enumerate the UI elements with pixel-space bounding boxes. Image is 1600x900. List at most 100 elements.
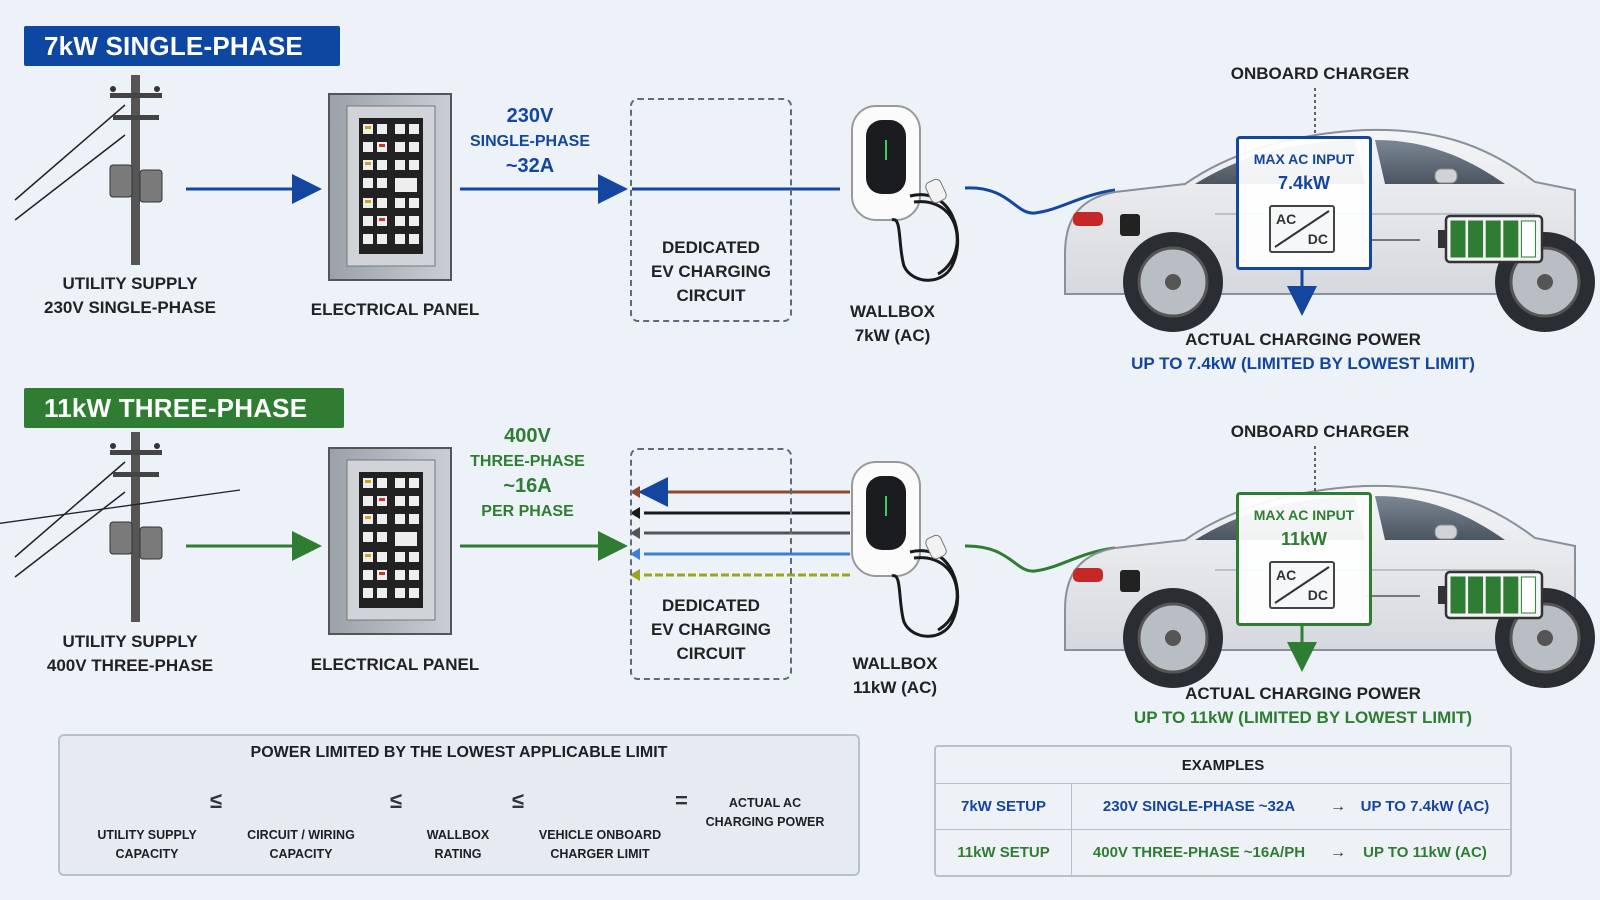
table-row: 11kW SETUP 400V THREE-PHASE ~16A/PH → UP… (936, 830, 1510, 875)
utility-supply-label: UTILITY SUPPLY 230V SINGLE-PHASE (20, 272, 240, 320)
limit-circuit-line2: CAPACITY (269, 847, 333, 861)
example-result: UP TO 7.4kW (AC) (1360, 798, 1490, 815)
limit-utility-line1: UTILITY SUPPLY (97, 828, 197, 842)
actual-power-value-3ph: UP TO 11kW (LIMITED BY LOWEST LIMIT) (1133, 708, 1473, 727)
table-row: 7kW SETUP 230V SINGLE-PHASE ~32A → UP TO… (936, 784, 1510, 830)
onboard-charger-box: MAX AC INPUT 7.4kW AC DC (1236, 136, 1372, 270)
obc-max-label: MAX AC INPUT (1253, 151, 1355, 167)
spec-per-phase: PER PHASE (481, 503, 574, 520)
battery-cell (1503, 576, 1519, 614)
limit-vehicle-line1: VEHICLE ONBOARD (538, 828, 662, 842)
obc-max-label-3ph: MAX AC INPUT (1253, 507, 1355, 523)
battery-cell (1520, 576, 1536, 614)
example-setup: 11kW SETUP (936, 830, 1072, 875)
dc-label-3ph: DC (1307, 587, 1328, 603)
battery-cell (1503, 220, 1519, 258)
spec-voltage: 230V (506, 105, 554, 127)
battery-icon (1436, 214, 1544, 264)
actual-power-title: ACTUAL CHARGING POWER (1185, 330, 1421, 349)
circuit-line2: EV CHARGING (651, 262, 771, 281)
supply-spec: 230V SINGLE-PHASE ~32A (460, 104, 600, 179)
electrical-panel-icon-3ph (328, 447, 452, 635)
wallbox-line2: 7kW (AC) (854, 326, 931, 345)
limit-circuit-line1: CIRCUIT / WIRING (247, 828, 355, 842)
limit-utility: UTILITY SUPPLY CAPACITY (82, 826, 212, 864)
limits-title: POWER LIMITED BY THE LOWEST APPLICABLE L… (250, 744, 668, 761)
battery-cell (1450, 220, 1466, 258)
actual-power-title-3ph: ACTUAL CHARGING POWER (1185, 684, 1421, 703)
charge-cable-3ph (964, 544, 1116, 573)
utility-label-line2-3ph: 400V THREE-PHASE (46, 656, 214, 675)
section-banner-single-phase: 7kW SINGLE-PHASE (24, 26, 340, 66)
less-equal-op-2: ≤ (390, 788, 403, 813)
utility-label-line1-3ph: UTILITY SUPPLY (62, 632, 198, 651)
spec-voltage-3ph: 400V (504, 425, 551, 447)
circuit-line3: CIRCUIT (676, 286, 746, 305)
electrical-panel-label: ELECTRICAL PANEL (310, 300, 480, 319)
limit-actual-line2: CHARGING POWER (705, 815, 825, 829)
dc-label: DC (1307, 231, 1328, 247)
onboard-charger-box-3ph: MAX AC INPUT 11kW AC DC (1236, 492, 1372, 626)
onboard-charger-title-3ph: ONBOARD CHARGER (1230, 422, 1410, 441)
spec-phase-3ph: THREE-PHASE (470, 453, 585, 470)
spec-current-3ph: ~16A (503, 475, 552, 497)
examples-title: EXAMPLES (936, 747, 1510, 784)
limit-wallbox: WALLBOX RATING (408, 826, 508, 864)
limit-circuit: CIRCUIT / WIRING CAPACITY (236, 826, 366, 864)
utility-label-line2: 230V SINGLE-PHASE (44, 298, 216, 317)
wallbox-label-3ph: WALLBOX 11kW (AC) (820, 652, 970, 700)
battery-icon-3ph (1436, 570, 1544, 620)
battery-cell (1485, 576, 1501, 614)
utility-pole-icon (14, 74, 163, 266)
less-equal-op-1: ≤ (210, 788, 223, 813)
limit-vehicle-line2: CHARGER LIMIT (550, 847, 650, 861)
actual-power-value: UP TO 7.4kW (LIMITED BY LOWEST LIMIT) (1131, 354, 1475, 373)
equals-op: = (675, 788, 688, 813)
wallbox-line2-3ph: 11kW (AC) (852, 678, 938, 697)
wallbox-icon (850, 104, 960, 282)
battery-cell (1450, 576, 1466, 614)
example-result: UP TO 11kW (AC) (1363, 844, 1487, 861)
supply-spec-3ph: 400V THREE-PHASE ~16A PER PHASE (455, 424, 600, 524)
section-banner-three-phase: 11kW THREE-PHASE (24, 388, 344, 428)
battery-cell (1485, 220, 1501, 258)
circuit-line3-3ph: CIRCUIT (676, 644, 746, 663)
utility-supply-label-3ph: UTILITY SUPPLY 400V THREE-PHASE (20, 630, 240, 678)
ac-dc-converter-icon-3ph: AC DC (1269, 561, 1335, 609)
wallbox-icon-3ph (850, 460, 960, 638)
onboard-charger-title: ONBOARD CHARGER (1230, 64, 1410, 83)
examples-table: EXAMPLES 7kW SETUP 230V SINGLE-PHASE ~32… (934, 745, 1512, 877)
utility-label-line1: UTILITY SUPPLY (62, 274, 198, 293)
less-equal-op-3: ≤ (512, 788, 525, 813)
electrical-panel-icon (328, 93, 452, 281)
wallbox-line1: WALLBOX (850, 302, 935, 321)
arrow-right-icon: → (1330, 798, 1346, 815)
actual-charging-power: ACTUAL CHARGING POWER UP TO 7.4kW (LIMIT… (1120, 328, 1486, 376)
wallbox-label: WALLBOX 7kW (AC) (820, 300, 965, 348)
circuit-line1-3ph: DEDICATED (662, 596, 760, 615)
limit-wallbox-line1: WALLBOX (426, 828, 490, 842)
obc-max-value-3ph: 11kW (1280, 529, 1328, 549)
example-setup: 7kW SETUP (936, 784, 1072, 829)
example-supply: 400V THREE-PHASE ~16A/PH (1092, 844, 1306, 861)
dedicated-circuit-box: DEDICATED EV CHARGING CIRCUIT (630, 98, 792, 322)
battery-cell (1520, 220, 1536, 258)
battery-cell (1468, 220, 1484, 258)
battery-cell (1468, 576, 1484, 614)
ac-dc-converter-icon: AC DC (1269, 205, 1335, 253)
circuit-line2-3ph: EV CHARGING (651, 620, 771, 639)
arrow-right-icon: → (1330, 844, 1346, 861)
limit-utility-line2: CAPACITY (115, 847, 179, 861)
electrical-panel-label-3ph: ELECTRICAL PANEL (310, 655, 480, 674)
limit-wallbox-line2: RATING (434, 847, 482, 861)
spec-current: ~32A (505, 155, 555, 177)
example-supply: 230V SINGLE-PHASE ~32A (1102, 798, 1296, 815)
ac-label: AC (1276, 211, 1297, 227)
limits-panel: POWER LIMITED BY THE LOWEST APPLICABLE L… (58, 734, 860, 876)
wallbox-line1-3ph: WALLBOX (852, 654, 938, 673)
charge-cable (964, 186, 1116, 215)
spec-phase: SINGLE-PHASE (469, 133, 590, 150)
dedicated-circuit-box-3ph: DEDICATED EV CHARGING CIRCUIT (630, 448, 792, 680)
obc-max-value: 7.4kW (1277, 173, 1331, 193)
